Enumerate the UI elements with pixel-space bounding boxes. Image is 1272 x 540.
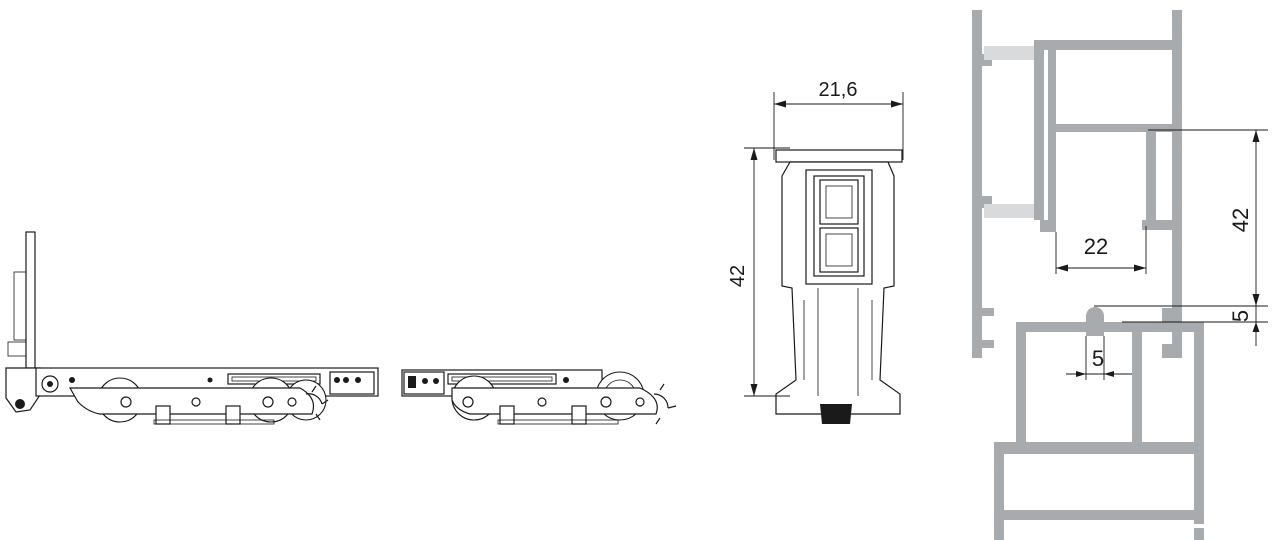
pin-width-label: 5 xyxy=(1092,346,1104,371)
front-view-height-dimension xyxy=(744,147,790,397)
carriage-side-view xyxy=(401,369,677,425)
section-offset-label: 5 xyxy=(1228,310,1253,322)
section-gap-label: 22 xyxy=(1084,234,1108,259)
carriage-side-view-with-endcap xyxy=(5,231,379,425)
carriage-front-view xyxy=(775,149,903,424)
front-view-width-dimension xyxy=(773,92,904,160)
section-height-label: 42 xyxy=(1228,208,1253,232)
section-gap-dimension xyxy=(1055,226,1147,274)
front-view-width-label: 21,6 xyxy=(819,79,858,101)
section-offset-dimension xyxy=(1122,306,1268,346)
front-view-height-label: 42 xyxy=(727,265,749,287)
section-height-dimension xyxy=(1094,129,1268,307)
pin-width-dimension xyxy=(1066,336,1132,380)
profile-section-view xyxy=(972,10,1204,540)
